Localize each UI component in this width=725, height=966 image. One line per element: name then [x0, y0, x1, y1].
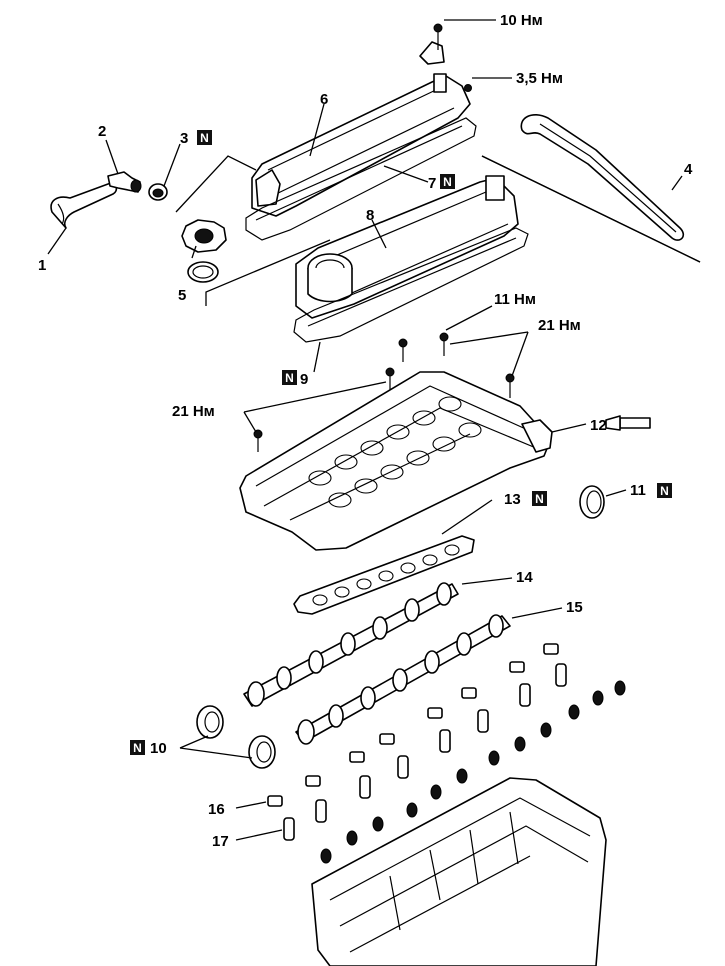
part-4-long-hose [520, 114, 685, 241]
label-5: 5 [178, 287, 186, 304]
part-2-elbow-fitting [107, 171, 142, 193]
n-badges: N N N N N N [130, 130, 672, 755]
label-4: 4 [684, 161, 693, 178]
camshaft-carrier [239, 371, 553, 551]
part-9-lower-gasket [293, 227, 529, 343]
part-10-seals [196, 705, 276, 769]
part-1-breather-hose [50, 182, 118, 229]
label-15: 15 [566, 599, 583, 616]
label-2: 2 [98, 123, 106, 140]
top-bracket [419, 23, 472, 92]
label-9: 9 [300, 371, 308, 388]
badge-13: N [535, 492, 544, 506]
label-10-nm: 10 Нм [500, 12, 543, 29]
label-6: 6 [320, 91, 328, 108]
label-12: 12 [590, 417, 607, 434]
part-6-upper-cover [251, 73, 471, 217]
rockers-and-lifters [267, 643, 626, 864]
label-7: 7 [428, 175, 436, 192]
label-21-nm-right: 21 Нм [538, 317, 581, 334]
part-13-gasket-strip [293, 535, 475, 615]
label-13: 13 [504, 491, 521, 508]
badge-3: N [200, 131, 209, 145]
label-16: 16 [208, 801, 225, 818]
leader-lines [47, 19, 701, 841]
label-17: 17 [212, 833, 229, 850]
part-12-sensor [605, 415, 651, 431]
label-14: 14 [516, 569, 533, 586]
label-10: 10 [150, 740, 167, 757]
part-14-camshaft [243, 582, 459, 707]
label-3-5-nm: 3,5 Нм [516, 70, 563, 87]
part-7-gasket [245, 117, 477, 241]
cylinder-head [311, 777, 607, 966]
label-11: 11 [630, 482, 646, 499]
label-1: 1 [38, 257, 46, 274]
part-8-valve-cover [295, 175, 519, 319]
part-5-filler-cap [181, 219, 227, 283]
badge-10: N [133, 741, 142, 755]
part-11-seal [579, 485, 605, 519]
badge-9: N [285, 371, 294, 385]
part-3-grommet [148, 183, 168, 201]
badge-7: N [443, 175, 452, 189]
part-15-camshaft [295, 614, 511, 745]
label-8: 8 [366, 207, 374, 224]
badge-11: N [660, 484, 669, 498]
callout-labels: 1 2 3 4 5 6 7 8 9 10 Нм 3,5 Нм 11 Нм 21 … [38, 12, 693, 850]
label-3: 3 [180, 130, 188, 147]
label-21-nm-left: 21 Нм [172, 403, 215, 420]
label-11-nm: 11 Нм [494, 291, 536, 308]
